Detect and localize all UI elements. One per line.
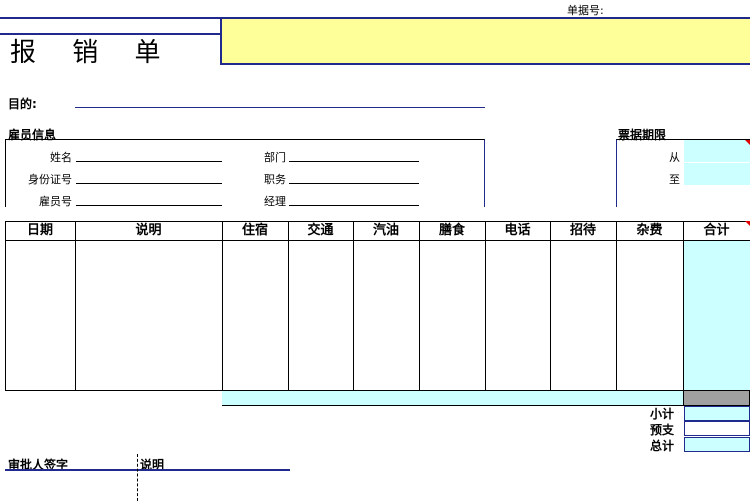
meals-total-cell[interactable]	[419, 390, 486, 406]
approval-divider	[137, 454, 138, 501]
header-transport: 交通	[307, 223, 334, 238]
grand-total-cell	[683, 390, 750, 406]
col-divider	[75, 221, 76, 391]
subtotal-label: 小计	[650, 407, 675, 421]
col-divider	[485, 221, 486, 406]
approver-signature-label: 审批人签字	[8, 458, 69, 472]
position-label: 职务	[264, 173, 286, 186]
page-title: 报 销 单	[10, 38, 175, 68]
fuel-total-cell[interactable]	[353, 390, 420, 406]
subtotal-field[interactable]	[684, 406, 750, 421]
approval-note-label: 说明	[140, 458, 165, 472]
header-phone: 电话	[504, 223, 531, 238]
ticket-period-box	[616, 139, 750, 207]
id-number-field[interactable]	[76, 183, 222, 184]
col-divider	[353, 221, 354, 406]
col-divider	[419, 221, 420, 406]
period-to-field[interactable]	[684, 163, 750, 186]
header-misc: 杂费	[636, 223, 663, 238]
comment-marker-icon	[745, 140, 750, 145]
name-field[interactable]	[76, 161, 222, 162]
employee-info-heading: 雇员信息	[8, 128, 57, 142]
document-number-label: 单据号:	[567, 4, 604, 17]
total-column	[684, 241, 750, 390]
department-label: 部门	[264, 151, 286, 164]
col-divider	[288, 221, 289, 406]
purpose-input-line[interactable]	[75, 107, 485, 108]
title-band	[220, 19, 750, 65]
misc-total-cell[interactable]	[616, 390, 684, 406]
col-divider	[683, 221, 684, 406]
title-box-rule	[0, 33, 220, 35]
id-number-label: 身份证号	[28, 173, 72, 186]
manager-label: 经理	[264, 195, 286, 208]
approval-rule	[5, 469, 290, 471]
period-from-field[interactable]	[684, 140, 750, 163]
expense-table	[5, 221, 750, 391]
position-field[interactable]	[289, 183, 419, 184]
top-rule	[0, 17, 750, 19]
total-field[interactable]	[684, 437, 750, 452]
name-label: 姓名	[50, 151, 72, 164]
header-description: 说明	[135, 223, 162, 238]
employee-number-field[interactable]	[76, 205, 222, 206]
employee-info-box	[5, 139, 485, 207]
header-date: 日期	[26, 223, 53, 238]
period-from-label: 从	[669, 151, 680, 164]
phone-total-cell[interactable]	[485, 390, 551, 406]
header-entertainment: 招待	[569, 223, 596, 238]
col-divider	[616, 221, 617, 406]
table-header-rule	[5, 240, 750, 241]
advance-label: 预支	[650, 423, 675, 437]
entertainment-total-cell[interactable]	[550, 390, 617, 406]
manager-field[interactable]	[289, 205, 419, 206]
employee-number-label: 雇员号	[39, 195, 72, 208]
comment-marker-icon	[745, 221, 750, 226]
header-fuel: 汽油	[372, 223, 399, 238]
advance-field[interactable]	[684, 421, 750, 436]
header-lodging: 住宿	[241, 223, 268, 238]
transport-total-cell[interactable]	[288, 390, 354, 406]
header-total: 合计	[703, 223, 730, 238]
total-label: 总计	[650, 439, 675, 453]
ticket-period-heading: 票据期限	[618, 128, 667, 142]
department-field[interactable]	[289, 161, 419, 162]
lodging-total-cell[interactable]	[222, 390, 289, 406]
period-to-label: 至	[669, 173, 680, 186]
col-divider	[222, 221, 223, 406]
col-divider	[550, 221, 551, 406]
header-meals: 膳食	[438, 223, 465, 238]
purpose-label: 目的:	[8, 97, 37, 111]
